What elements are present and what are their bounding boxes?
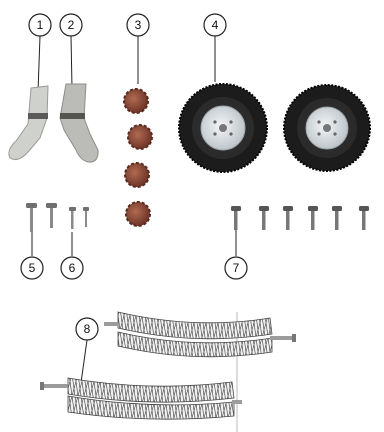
callout-5: 5 [21, 257, 43, 279]
callout-5-label: 5 [29, 261, 36, 275]
screw [231, 206, 241, 230]
screw [83, 207, 89, 227]
callout-1: 1 [29, 14, 51, 36]
knob-set [124, 36, 152, 226]
callout-1-label: 1 [37, 18, 44, 32]
callout-8-label: 8 [84, 322, 91, 336]
screw [46, 203, 57, 228]
callout-6-label: 6 [69, 261, 76, 275]
callout-2: 2 [60, 14, 82, 36]
knob [128, 125, 152, 149]
knob [125, 163, 149, 187]
knob [124, 89, 148, 113]
wheel [284, 85, 370, 171]
clip-band [60, 113, 85, 119]
roller-brush [40, 378, 242, 419]
wheel [179, 84, 267, 172]
long-screw-set [26, 203, 57, 256]
callout-8: 8 [76, 318, 98, 340]
callout-3-label: 3 [135, 18, 142, 32]
leader-line [38, 36, 40, 92]
callout-7-label: 7 [233, 261, 240, 275]
brush-arm-right [60, 36, 98, 162]
wheel-screw-set [231, 206, 369, 256]
callout-2-label: 2 [68, 18, 75, 32]
callout-4-label: 4 [212, 18, 219, 32]
callout-6: 6 [61, 257, 83, 279]
callout-4: 4 [204, 14, 226, 36]
brush-arm-left [9, 36, 48, 160]
clip-band [28, 113, 48, 119]
screw [69, 207, 76, 229]
screw [259, 206, 269, 230]
screw [26, 203, 37, 232]
wheel-set [179, 36, 370, 172]
knob [126, 202, 150, 226]
screw [332, 206, 342, 230]
roller-brush [104, 312, 296, 357]
callout-3: 3 [127, 14, 149, 36]
short-screw-set [69, 207, 89, 256]
screw [283, 206, 293, 230]
screw [359, 206, 369, 230]
leader-line [71, 36, 72, 88]
callout-7: 7 [225, 257, 247, 279]
screw [308, 206, 318, 230]
